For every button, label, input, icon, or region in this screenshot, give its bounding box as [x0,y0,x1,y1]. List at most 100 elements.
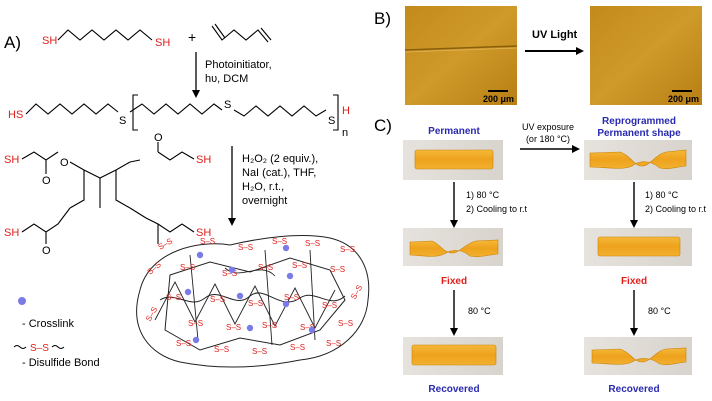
panel-label-a: A) [4,33,21,52]
network-disulfide-label: S–S [146,260,163,277]
recovered-right-label: Recovered [608,384,659,395]
legend-disulfide-symbol: S–S [30,343,49,354]
tetrathiol-o-1: O [42,175,51,187]
polymer-s2: S [224,99,231,111]
scale-label-right: 200 μm [668,94,699,104]
polymer-n: n [342,127,348,139]
network-crosslink-dot [196,251,204,259]
dithiol-structure: SH SH [42,29,170,49]
tetrathiol-o-2: O [60,157,69,169]
right-step-2: 2) Cooling to r.t [645,204,707,214]
strip-recovered-left [411,344,497,366]
network-disulfide-label: S–S [292,261,307,270]
plus-sign: + [188,29,196,45]
network-disulfide-label: S–S [262,321,277,330]
polymer-network [136,235,370,368]
network-disulfide-label: S–S [248,299,263,308]
right-heat-label: 80 °C [648,306,671,316]
tetrathiol-sh-3: SH [4,227,19,239]
tetrathiol-sh-1: SH [4,154,19,166]
network-disulfide-label: S–S [180,263,195,272]
network-disulfide-label: S–S [238,243,253,252]
legend-disulfide: - Disulfide Bond [22,357,100,369]
network-disulfide-label: S–S [349,283,364,301]
strip-permanent [414,149,494,170]
uv-exposure-line1: UV exposure [522,122,574,132]
title-reprogrammed-2: Permanent shape [597,128,681,139]
panel-label-b: B) [374,9,391,28]
fixed-left-label: Fixed [441,276,467,287]
step1-line2: hυ, DCM [205,73,248,85]
network-crosslink-dot [184,288,192,296]
recovered-left-label: Recovered [428,384,479,395]
network-disulfide-label: S–S [258,263,273,272]
network-crosslinks [184,244,316,344]
network-crosslink-dot [308,326,316,334]
uv-exposure-line2: (or 180 °C) [526,134,570,144]
strip-fixed-right [597,236,681,257]
network-crosslink-dot [282,300,290,308]
tetrathiol-o-4: O [42,245,51,257]
fixed-right-label: Fixed [621,276,647,287]
network-disulfide-label: S–S [252,347,267,356]
network-disulfide-label: S–S [300,323,315,332]
scale-label-left: 200 μm [483,94,514,104]
network-disulfide-label: S–S [338,319,353,328]
left-heat-label: 80 °C [468,306,491,316]
dithiol-sh-right: SH [155,37,170,49]
polymer-structure: HS S S S H n [8,94,350,139]
strip-fixed-left [409,239,499,257]
diene-structure [211,23,272,43]
strip-reprogrammed [589,149,687,169]
network-crosslink-dot [282,244,290,252]
left-step-1: 1) 80 °C [466,190,500,200]
network-crosslink-dot [228,266,236,274]
micrograph-before [405,6,517,105]
disulfide-legend-symbol: S–S [13,343,65,354]
tetrathiol-sh-4: SH [196,227,211,239]
title-reprogrammed-1: Reprogrammed [602,116,676,127]
network-disulfide-label: S–S [210,295,225,304]
crosslink-dot [18,297,26,305]
step2-line1: H₂O₂ (2 equiv.), [242,153,318,165]
tetrathiol-structure: SH O O SH O SH O SH [4,132,211,257]
network-disulfide-label: S–S [157,236,175,251]
dithiol-sh-left: SH [42,35,57,47]
network-disulfide-label: S–S [176,339,191,348]
legend-crosslink: - Crosslink [22,318,74,330]
uv-arrow-label: UV Light [532,29,578,41]
tetrathiol-sh-2: SH [196,154,211,166]
network-disulfide-label: S–S [222,269,237,278]
network-crosslink-dot [286,272,294,280]
scratch-line [404,45,518,51]
tetrathiol-o-3: O [154,132,163,144]
network-disulfide-label: S–S [326,339,341,348]
micrograph-after [590,6,702,105]
right-step-1: 1) 80 °C [645,190,679,200]
network-crosslink-dot [236,292,244,300]
network-disulfide-label: S–S [166,293,181,302]
network-disulfide-label: S–S [290,343,305,352]
network-disulfide-label: S–S [305,239,320,248]
network-disulfide-label: S–S [284,293,299,302]
strip-recovered-right [591,347,687,365]
step2-line3: H₂O, r.t., [242,181,284,193]
polymer-h: H [342,105,350,117]
network-crosslink-dot [192,336,200,344]
network-disulfide-label: S–S [188,319,203,328]
polymer-hs: HS [8,109,23,121]
network-disulfide-label: S–S [340,245,355,254]
network-disulfide-label: S–S [226,323,241,332]
network-disulfide-label: S–S [322,301,337,310]
polymer-s1: S [119,115,126,127]
polymer-s3: S [328,115,335,127]
title-permanent: Permanent [428,126,480,137]
network-disulfide-label: S–S [200,237,215,246]
network-disulfide-label: S–S [214,345,229,354]
step2-line2: NaI (cat.), THF, [242,167,316,179]
network-disulfide-label: S–S [144,305,159,323]
panel-label-c: C) [374,116,392,135]
network-disulfide-label: S–S [272,237,287,246]
left-step-2: 2) Cooling to r.t [466,204,528,214]
